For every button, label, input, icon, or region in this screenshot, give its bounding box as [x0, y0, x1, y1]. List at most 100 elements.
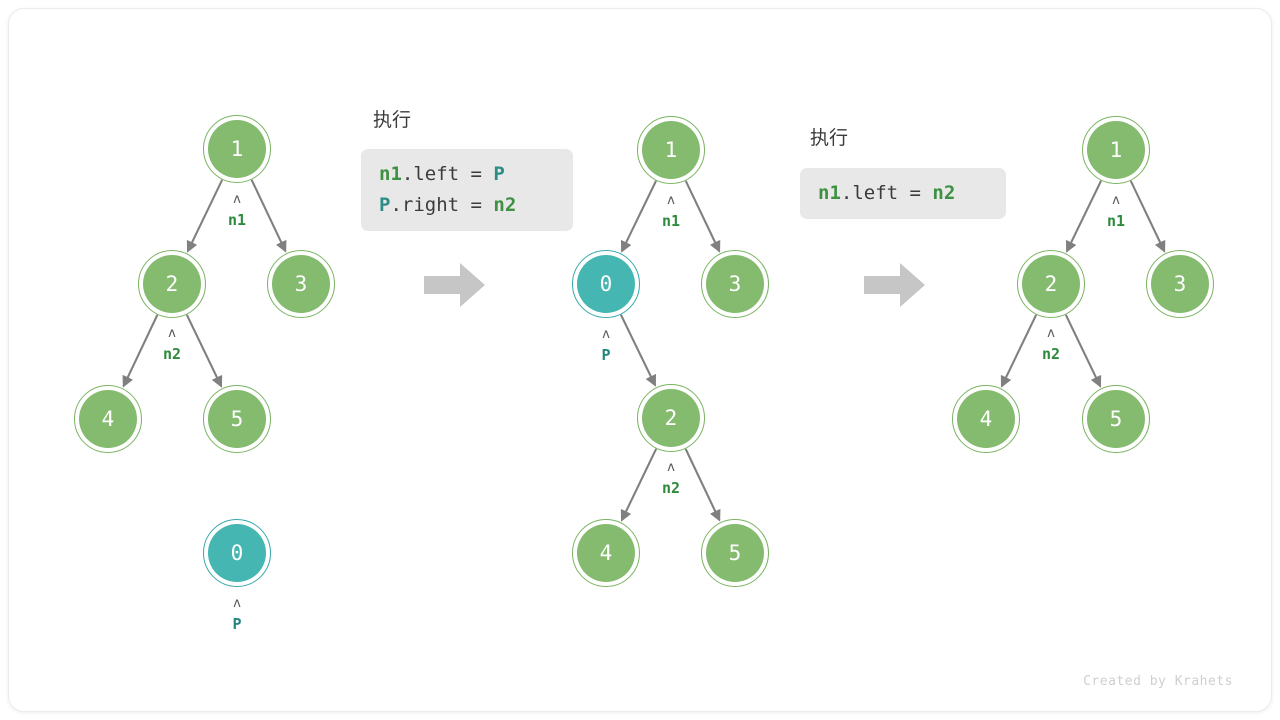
node-outer-ring: [267, 250, 335, 318]
code-token: P: [493, 163, 505, 185]
code-token: .left =: [401, 163, 494, 185]
tree-node-3[interactable]: 3: [1146, 250, 1214, 318]
node-value: 5: [230, 406, 244, 431]
tree-edge: [685, 180, 721, 253]
arrow-shape: [864, 263, 925, 307]
node-value: 1: [664, 137, 678, 162]
tree-edge: [620, 180, 657, 253]
node-value: 5: [1109, 406, 1123, 431]
tree-node-0[interactable]: 0: [203, 519, 271, 587]
node-outer-ring: [1082, 116, 1150, 184]
pointer-label-text: n1: [227, 211, 247, 229]
tree-node-5[interactable]: 5: [701, 519, 769, 587]
code-token: .left =: [840, 182, 933, 204]
node-outer-ring: [203, 385, 271, 453]
tree-node-5[interactable]: 5: [1082, 385, 1150, 453]
tree-edge: [250, 179, 287, 253]
tree-edge: [1065, 314, 1102, 388]
tree-node-2[interactable]: 2: [637, 384, 705, 452]
node-value: 3: [1173, 271, 1187, 296]
tree-edge: [122, 314, 159, 388]
node-outer-ring: [572, 519, 640, 587]
node-value: 4: [101, 406, 115, 431]
caret-up-icon: ʌ: [667, 193, 675, 208]
tree-node-2[interactable]: 2: [138, 250, 206, 318]
code-token: P: [379, 193, 391, 216]
tree-node-3[interactable]: 3: [701, 250, 769, 318]
node-value: 2: [664, 405, 678, 430]
caret-up-icon: ʌ: [602, 327, 610, 342]
node-value: 1: [230, 136, 244, 161]
pointer-label-text: n1: [661, 212, 681, 230]
code-token: n2: [493, 193, 517, 216]
tree-node-4[interactable]: 4: [74, 385, 142, 453]
pointer-label-n1: ʌ n1: [641, 194, 701, 229]
tree-edge: [186, 179, 223, 253]
node-value: 4: [599, 540, 613, 565]
exec-label: 执行: [373, 110, 412, 131]
node-outer-ring: [701, 250, 769, 318]
node-outer-ring: [572, 250, 640, 318]
caret-up-icon: ʌ: [233, 192, 241, 207]
pointer-label-text: n2: [1041, 345, 1061, 363]
exec-label: 执行: [810, 128, 849, 149]
credit-text: Created by Krahets: [1083, 674, 1233, 689]
right-block-arrow-icon: [424, 261, 486, 309]
tree-node-1[interactable]: 1: [203, 115, 271, 183]
node-outer-ring: [1017, 250, 1085, 318]
node-value: 4: [979, 406, 993, 431]
code-token: n1: [379, 163, 402, 185]
node-outer-ring: [203, 519, 271, 587]
node-outer-ring: [637, 116, 705, 184]
tree-node-2[interactable]: 2: [1017, 250, 1085, 318]
node-value: 2: [165, 271, 179, 296]
node-outer-ring: [952, 385, 1020, 453]
tree-edge: [186, 314, 223, 388]
node-value: 2: [1044, 271, 1058, 296]
code-line: n1.left = P: [379, 159, 555, 190]
pointer-label-text: P: [232, 615, 242, 633]
code-token: n2: [932, 182, 956, 204]
pointer-label-text: n2: [162, 345, 182, 363]
node-outer-ring: [1082, 385, 1150, 453]
node-value: 3: [728, 271, 742, 296]
node-outer-ring: [637, 384, 705, 452]
node-value: 0: [599, 271, 613, 296]
pointer-label-text: P: [601, 346, 611, 364]
node-outer-ring: [701, 519, 769, 587]
node-outer-ring: [138, 250, 206, 318]
pointer-label-n1: ʌ n1: [207, 193, 267, 228]
pointer-label-n1: ʌ n1: [1086, 194, 1146, 229]
tree-node-5[interactable]: 5: [203, 385, 271, 453]
tree-node-3[interactable]: 3: [267, 250, 335, 318]
code-snippet-step-2: n1.left = n2: [800, 168, 1006, 219]
node-outer-ring: [1146, 250, 1214, 318]
tree-node-4[interactable]: 4: [952, 385, 1020, 453]
tree-node-1[interactable]: 1: [1082, 116, 1150, 184]
node-value: 0: [230, 540, 244, 565]
right-block-arrow-icon: [864, 261, 926, 309]
node-value: 3: [294, 271, 308, 296]
tree-edge: [1065, 180, 1102, 253]
node-value: 5: [728, 540, 742, 565]
node-value: 1: [1109, 137, 1123, 162]
caret-up-icon: ʌ: [1047, 326, 1055, 341]
caret-up-icon: ʌ: [1112, 193, 1120, 208]
code-token: .right =: [390, 193, 494, 216]
tree-node-0[interactable]: 0: [572, 250, 640, 318]
caret-up-icon: ʌ: [667, 460, 675, 475]
tree-node-4[interactable]: 4: [572, 519, 640, 587]
arrow-shape: [424, 263, 485, 307]
caret-up-icon: ʌ: [233, 596, 241, 611]
tree-edge: [620, 314, 657, 387]
pointer-label-text: n1: [1106, 212, 1126, 230]
code-token: n1: [818, 182, 841, 204]
tree-edge: [1130, 180, 1166, 253]
tree-edges-layer: [122, 179, 1166, 522]
tree-node-1[interactable]: 1: [637, 116, 705, 184]
